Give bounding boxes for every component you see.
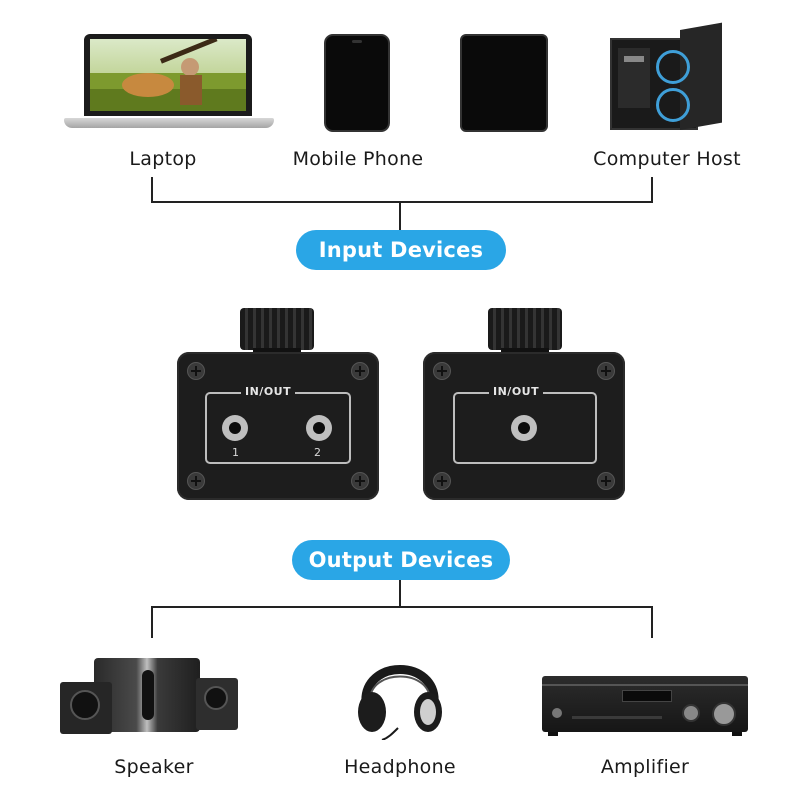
mobile-phone-label: Mobile Phone [292, 148, 424, 170]
right-switch-box: IN/OUT [423, 352, 625, 500]
audio-jack-2 [306, 415, 332, 441]
output-connector-center-drop [399, 580, 401, 608]
jack-number-1: 1 [232, 446, 239, 459]
input-connector-left-drop [151, 177, 153, 203]
screw-icon [597, 472, 615, 490]
screw-icon [187, 362, 205, 380]
speaker-label: Speaker [114, 756, 194, 778]
output-devices-pill: Output Devices [292, 540, 510, 580]
screw-icon [351, 472, 369, 490]
right-box-cable-connector [488, 308, 562, 350]
tablet-image [460, 34, 548, 132]
screw-icon [433, 472, 451, 490]
screw-icon [433, 362, 451, 380]
screw-icon [597, 362, 615, 380]
computer-host-image [610, 22, 722, 132]
laptop-label: Laptop [129, 148, 197, 170]
headphone-label: Headphone [344, 756, 456, 778]
input-connector-center-drop [399, 201, 401, 231]
mobile-phone-image [324, 34, 390, 132]
audio-jack [511, 415, 537, 441]
left-box-panel-label: IN/OUT [241, 385, 296, 398]
headphone-image [352, 648, 448, 741]
laptop-image [64, 34, 274, 134]
output-connector-horizontal [151, 606, 653, 608]
screw-icon [187, 472, 205, 490]
left-switch-box: IN/OUT 1 2 [177, 352, 379, 500]
audio-jack-1 [222, 415, 248, 441]
input-connector-right-drop [651, 177, 653, 203]
jack-number-2: 2 [314, 446, 321, 459]
screw-icon [351, 362, 369, 380]
output-connector-right-drop [651, 606, 653, 638]
input-connector-horizontal [151, 201, 653, 203]
right-box-panel-label: IN/OUT [489, 385, 544, 398]
computer-host-label: Computer Host [593, 148, 741, 170]
output-connector-left-drop [151, 606, 153, 638]
amplifier-label: Amplifier [600, 756, 690, 778]
left-box-cable-connector [240, 308, 314, 350]
input-devices-pill: Input Devices [296, 230, 506, 270]
speaker-image [60, 656, 240, 736]
amplifier-image [542, 676, 748, 736]
